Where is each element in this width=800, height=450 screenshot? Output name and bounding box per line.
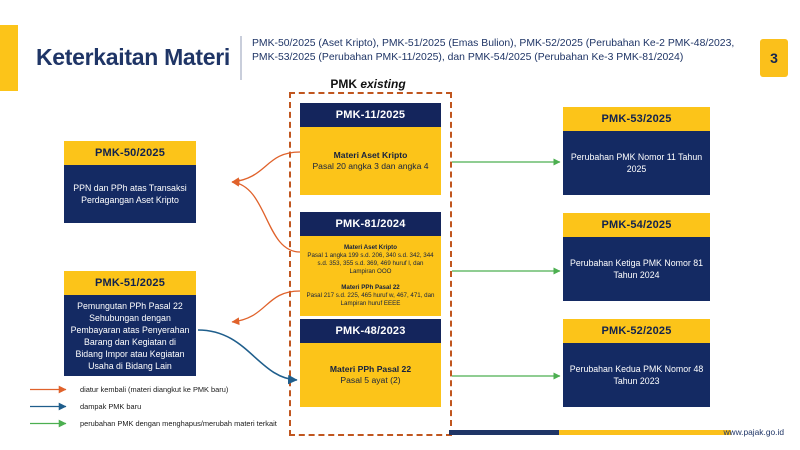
legend-label: dampak PMK baru: [80, 402, 142, 411]
card-pmk-48-2023[interactable]: PMK-48/2023 Materi PPh Pasal 22 Pasal 5 …: [300, 319, 441, 407]
card-body-pmk-11-2025: Materi Aset Kripto Pasal 20 angka 3 dan …: [300, 127, 441, 195]
group-label-static: PMK: [330, 77, 361, 91]
page-subtitle: PMK-50/2025 (Aset Kripto), PMK-51/2025 (…: [252, 38, 735, 63]
section-detail: Pasal 217 s.d. 225, 465 huruf w, 467, 47…: [306, 291, 435, 307]
page-title: Keterkaitan Materi: [36, 44, 231, 70]
card-body-pmk-53-2025: Perubahan PMK Nomor 11 Tahun 2025: [563, 131, 710, 195]
legend: diatur kembali (materi diangkut ke PMK b…: [30, 381, 330, 432]
section-detail: Pasal 1 angka 199 s.d. 206, 340 s.d. 342…: [307, 251, 434, 276]
card-header-pmk-53-2025: PMK-53/2025: [563, 107, 710, 131]
section-detail: Pasal 20 angka 3 dan angka 4: [312, 161, 429, 171]
group-label-italic: existing: [360, 77, 406, 91]
card-body-text: Perubahan Kedua PMK Nomor 48 Tahun 2023: [569, 364, 704, 386]
legend-item-perubahan-pmk: perubahan PMK dengan menghapus/merubah m…: [30, 415, 330, 432]
card-header-pmk-52-2025: PMK-52/2025: [563, 319, 710, 343]
card-header-pmk-54-2025: PMK-54/2025: [563, 213, 710, 237]
card-body-pmk-52-2025: Perubahan Kedua PMK Nomor 48 Tahun 2023: [563, 343, 710, 407]
card-pmk-11-2025[interactable]: PMK-11/2025 Materi Aset Kripto Pasal 20 …: [300, 103, 441, 195]
legend-label: perubahan PMK dengan menghapus/merubah m…: [80, 419, 277, 428]
legend-line-orange-icon: [30, 385, 67, 394]
card-body-pmk-48-2023: Materi PPh Pasal 22 Pasal 5 ayat (2): [300, 343, 441, 407]
card-body-text: Perubahan PMK Nomor 11 Tahun 2025: [570, 152, 703, 174]
card-body-pmk-81-2024: Materi Aset Kripto Pasal 1 angka 199 s.d…: [300, 236, 441, 316]
card-pmk-81-2024[interactable]: PMK-81/2024 Materi Aset Kripto Pasal 1 a…: [300, 212, 441, 316]
card-header-pmk-48-2023: PMK-48/2023: [300, 319, 441, 343]
legend-line-green-icon: [30, 419, 67, 428]
card-header-pmk-81-2024: PMK-81/2024: [300, 212, 441, 236]
card-body-pmk-54-2025: Perubahan Ketiga PMK Nomor 81 Tahun 2024: [563, 237, 710, 301]
section-detail: Pasal 5 ayat (2): [340, 375, 401, 385]
section-block-1: Materi Aset Kripto Pasal 1 angka 199 s.d…: [306, 244, 435, 277]
card-body-pmk-50-2025: PPN dan PPh atas Transaksi Perdagangan A…: [64, 165, 196, 223]
section-title: Materi PPh Pasal 22: [329, 363, 412, 374]
card-header-pmk-50-2025: PMK-50/2025: [64, 141, 196, 165]
card-body-text: Perubahan Ketiga PMK Nomor 81 Tahun 2024: [569, 258, 703, 280]
section-title: Materi Aset Kripto: [343, 243, 398, 251]
title-divider: [240, 36, 242, 80]
card-body-text: PPN dan PPh atas Transaksi Perdagangan A…: [73, 183, 187, 205]
section-block-2: Materi PPh Pasal 22 Pasal 217 s.d. 225, …: [306, 284, 435, 309]
card-pmk-51-2025[interactable]: PMK-51/2025 Pemungutan PPh Pasal 22 Sehu…: [64, 271, 196, 376]
section-title: Materi Aset Kripto: [333, 149, 408, 160]
legend-label: diatur kembali (materi diangkut ke PMK b…: [80, 385, 229, 394]
legend-item-dampak-pmk-baru: dampak PMK baru: [30, 398, 330, 415]
card-pmk-54-2025[interactable]: PMK-54/2025 Perubahan Ketiga PMK Nomor 8…: [563, 213, 710, 301]
footer-bar-navy: [449, 430, 559, 435]
footer-url: www.pajak.go.id: [723, 427, 784, 437]
existing-group-dashed-frame: [289, 92, 452, 436]
footer-bar-yellow: [559, 430, 731, 435]
card-body-pmk-51-2025: Pemungutan PPh Pasal 22 Sehubungan denga…: [64, 295, 196, 376]
arrow-pmk51-to-pmk48: [197, 329, 298, 385]
group-label-pmk-existing: PMK existing: [288, 77, 448, 91]
section-title: Materi PPh Pasal 22: [341, 283, 400, 291]
legend-line-blue-icon: [30, 402, 67, 411]
card-header-pmk-51-2025: PMK-51/2025: [64, 271, 196, 295]
card-pmk-53-2025[interactable]: PMK-53/2025 Perubahan PMK Nomor 11 Tahun…: [563, 107, 710, 195]
left-accent-bar: [0, 25, 18, 91]
card-pmk-50-2025[interactable]: PMK-50/2025 PPN dan PPh atas Transaksi P…: [64, 141, 196, 223]
page-number-badge: 3: [760, 39, 788, 77]
legend-item-diatur-kembali: diatur kembali (materi diangkut ke PMK b…: [30, 381, 330, 398]
card-header-pmk-11-2025: PMK-11/2025: [300, 103, 441, 127]
card-pmk-52-2025[interactable]: PMK-52/2025 Perubahan Kedua PMK Nomor 48…: [563, 319, 710, 407]
card-body-text: Pemungutan PPh Pasal 22 Sehubungan denga…: [70, 300, 190, 371]
